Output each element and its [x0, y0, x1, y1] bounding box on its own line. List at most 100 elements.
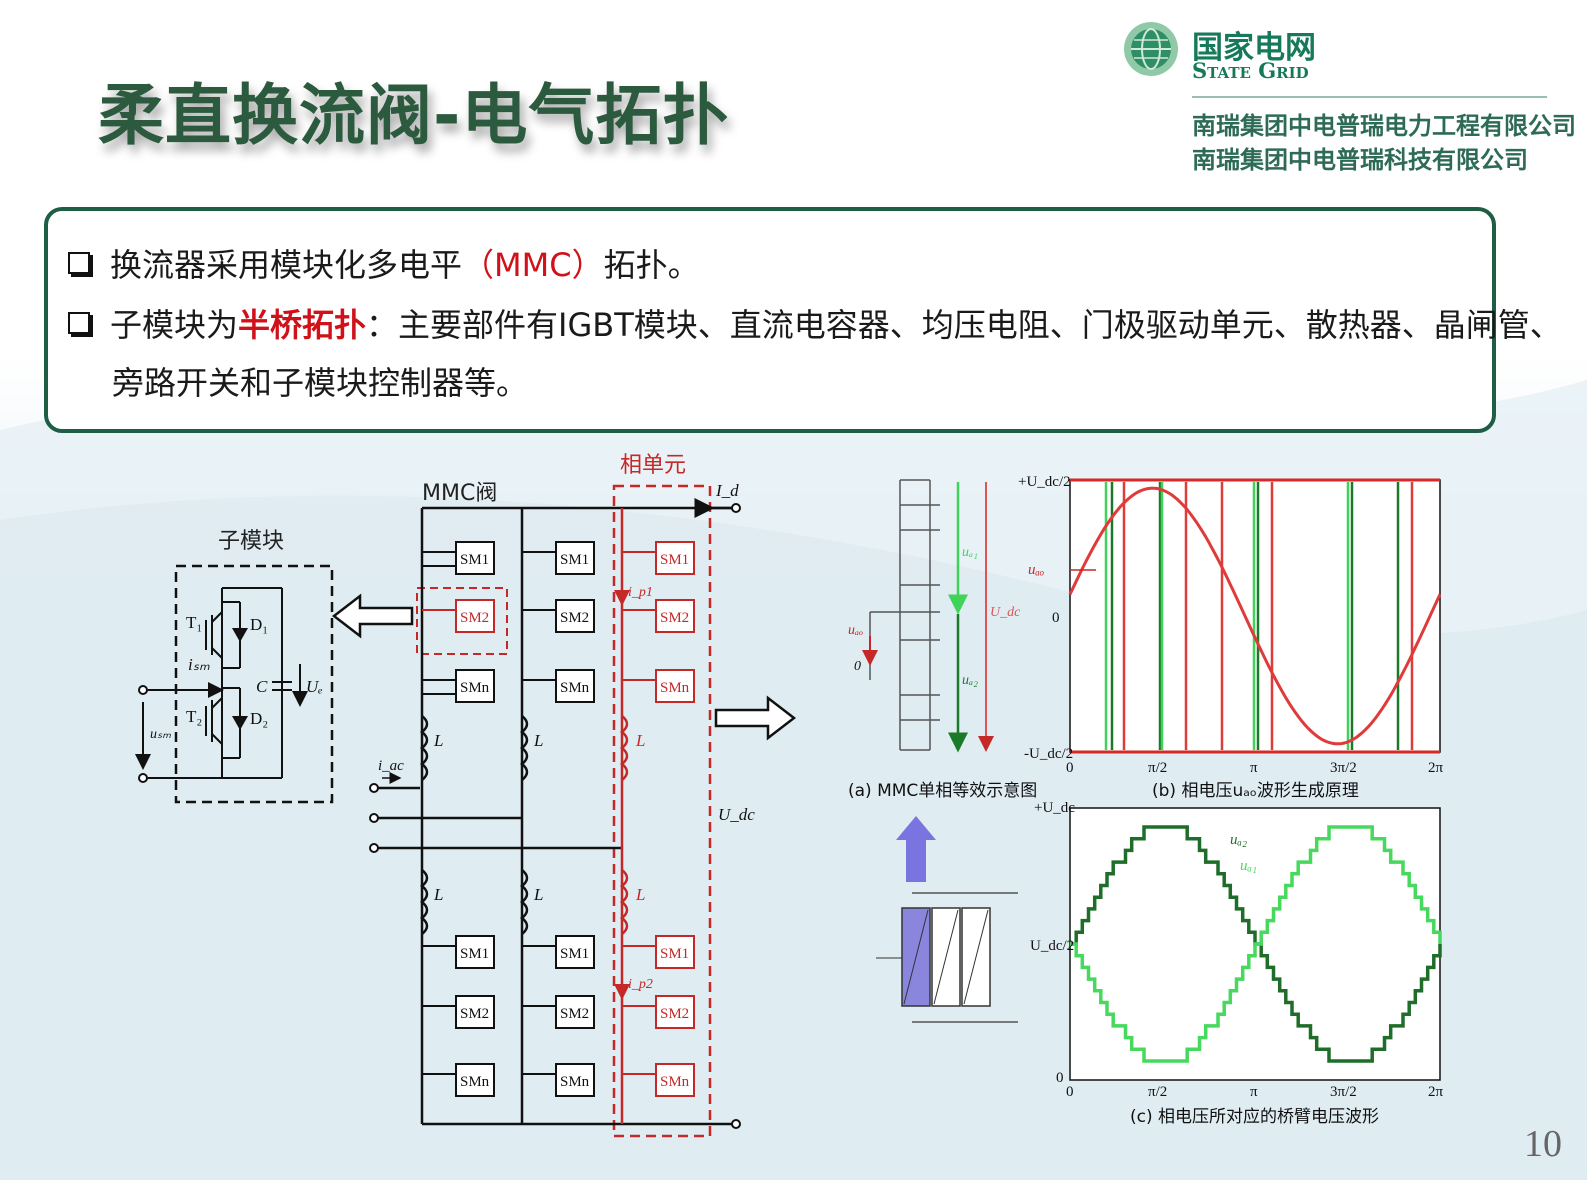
- svg-text:L: L: [433, 731, 443, 750]
- checkbox-bullet-icon: [68, 252, 90, 274]
- svg-text:0: 0: [1052, 610, 1060, 626]
- svg-text:uₐₒ: uₐₒ: [848, 623, 863, 638]
- svg-text:SM1: SM1: [460, 552, 489, 568]
- dc-terminal-icon: [731, 1119, 741, 1129]
- svg-text:0: 0: [1066, 1084, 1074, 1100]
- svg-text:uₐ₂: uₐ₂: [1230, 832, 1247, 848]
- bullet-1: 换流器采用模块化多电平（MMC）拓扑。: [68, 240, 700, 286]
- label-d1: D₁: [250, 615, 268, 634]
- label-id: I_d: [715, 481, 739, 500]
- submodule-title: 子模块: [218, 529, 284, 554]
- svg-text:3π/2: 3π/2: [1330, 1084, 1357, 1100]
- label-t1: T₁: [186, 613, 202, 632]
- sm-connectors: [422, 551, 556, 1075]
- series-uao-line: [1068, 486, 1442, 746]
- hollow-arrow-right-icon: [714, 695, 797, 741]
- bullet-1-end: 拓扑。: [603, 246, 700, 284]
- svg-text:L: L: [533, 731, 543, 750]
- plot-c-axis-labels: +U_dc U_dc/2 0 uₐ₂ uₐ₁ 0 π/2 π 3π/2 2π: [1030, 800, 1444, 1100]
- svg-text:0: 0: [854, 659, 861, 674]
- plot-b-axis-labels: +U_dc/2 0 -U_dc/2 uₐₒ 0 π/2 π 3π/2 2π: [1018, 474, 1444, 776]
- svg-text:SM2: SM2: [460, 1006, 489, 1022]
- svg-text:SM2: SM2: [560, 1006, 589, 1022]
- svg-text:SM2: SM2: [660, 1006, 689, 1022]
- ac-terminal-icon: [369, 783, 379, 793]
- bullet-2-continuation: 旁路开关和子模块控制器等。: [112, 364, 529, 402]
- plot-c-caption: (c) 相电压所对应的桥臂电压波形: [1130, 1107, 1379, 1127]
- ac-terminal-icon: [369, 843, 379, 853]
- svg-text:SMn: SMn: [460, 1074, 490, 1090]
- svg-text:SM2: SM2: [460, 610, 489, 626]
- svg-text:π: π: [1250, 1084, 1258, 1100]
- submodule-circuit: [143, 587, 292, 779]
- terminal-icon: [138, 685, 148, 695]
- phase-unit-title: 相单元: [620, 453, 686, 478]
- label-ip2: i_p2: [628, 977, 653, 992]
- svg-text:3π/2: 3π/2: [1330, 760, 1357, 776]
- inductor-labels: L L L L L L: [433, 731, 645, 904]
- plot-c: [1069, 807, 1442, 1081]
- plot-a-labels: uₐ₁ uₐ₂ U_dc uₐₒ 0: [848, 545, 1021, 688]
- bullet-2: 子模块为半桥拓扑：主要部件有IGBT模块、直流电容器、均压电阻、门极驱动单元、散…: [68, 300, 1562, 346]
- page-title: 柔直换流阀-电气拓扑: [98, 77, 730, 154]
- hollow-arrow-left-icon: [331, 593, 414, 639]
- submodule-box: [174, 564, 334, 804]
- bullet-1-highlight: （MMC）: [462, 246, 604, 284]
- plot-b-caption: (b) 相电压uₐₒ波形生成原理: [1152, 781, 1359, 801]
- svg-text:π/2: π/2: [1148, 1084, 1167, 1100]
- header-divider: [1192, 96, 1547, 98]
- svg-text:L: L: [635, 885, 645, 904]
- svg-text:SM1: SM1: [660, 552, 689, 568]
- label-ip1: i_p1: [628, 585, 653, 600]
- svg-text:L: L: [635, 731, 645, 750]
- diode-d1-icon: [232, 628, 248, 642]
- svg-text:+U_dc/2: +U_dc/2: [1018, 474, 1071, 490]
- company-name-1: 南瑞集团中电普瑞电力工程有限公司: [1192, 112, 1576, 140]
- state-grid-logo-icon: [1124, 22, 1178, 76]
- svg-text:2π: 2π: [1428, 1084, 1444, 1100]
- label-iac: i_ac: [378, 758, 404, 774]
- plot-a-caption: (a) MMC单相等效示意图: [848, 781, 1037, 801]
- label-ism: iₛₘ: [188, 655, 210, 674]
- series-ua1-line: [1070, 825, 1442, 1063]
- svg-text:0: 0: [1056, 1070, 1064, 1086]
- svg-text:uₐ₂: uₐ₂: [962, 673, 978, 688]
- equivalent-circuit-a: [869, 479, 940, 751]
- label-udc: U_dc: [718, 805, 755, 824]
- svg-text:SM2: SM2: [560, 610, 589, 626]
- svg-text:SM1: SM1: [660, 946, 689, 962]
- up-arrow-icon: [896, 816, 936, 882]
- logo-english-text: State Grid: [1192, 58, 1309, 83]
- svg-text:U_dc/2: U_dc/2: [1030, 938, 1074, 954]
- label-usm: uₛₘ: [150, 727, 171, 742]
- svg-text:+U_dc: +U_dc: [1034, 800, 1075, 816]
- diode-d2-icon: [232, 716, 248, 730]
- bullet-2-rest: ：主要部件有IGBT模块、直流电容器、均压电阻、门极驱动单元、散热器、晶闸管、: [366, 306, 1562, 344]
- checkbox-bullet-icon: [68, 312, 90, 334]
- svg-text:SMn: SMn: [560, 1074, 590, 1090]
- svg-text:SMn: SMn: [560, 680, 590, 696]
- bullet-box: [44, 207, 1496, 433]
- sm-blocks: SM1 SM2 SMn SM1 SM2 SMn SM1 SM2 SMn SM1 …: [455, 541, 695, 1097]
- svg-text:SM1: SM1: [560, 946, 589, 962]
- label-t2: T₂: [186, 707, 202, 726]
- label-d2: D₂: [250, 709, 268, 728]
- svg-text:uₐ₁: uₐ₁: [1240, 858, 1257, 874]
- svg-text:-U_dc/2: -U_dc/2: [1024, 746, 1073, 762]
- inductors: [420, 715, 629, 935]
- svg-text:uₐₒ: uₐₒ: [1028, 562, 1044, 578]
- svg-text:SM2: SM2: [660, 610, 689, 626]
- label-uc: Uₑ: [306, 677, 323, 696]
- svg-text:SMn: SMn: [660, 1074, 690, 1090]
- svg-text:SMn: SMn: [460, 680, 490, 696]
- svg-text:SMn: SMn: [660, 680, 690, 696]
- dc-terminal-icon: [731, 503, 741, 513]
- plot-b: [1068, 478, 1442, 754]
- ac-terminal-icon: [369, 813, 379, 823]
- page-number: 10: [1524, 1123, 1562, 1165]
- logo-chinese-text: 国家电网: [1192, 30, 1316, 66]
- svg-text:π: π: [1250, 760, 1258, 776]
- mmc-title: MMC阀: [422, 481, 497, 506]
- svg-text:L: L: [533, 885, 543, 904]
- bullet-2-text: 子模块为: [110, 306, 239, 344]
